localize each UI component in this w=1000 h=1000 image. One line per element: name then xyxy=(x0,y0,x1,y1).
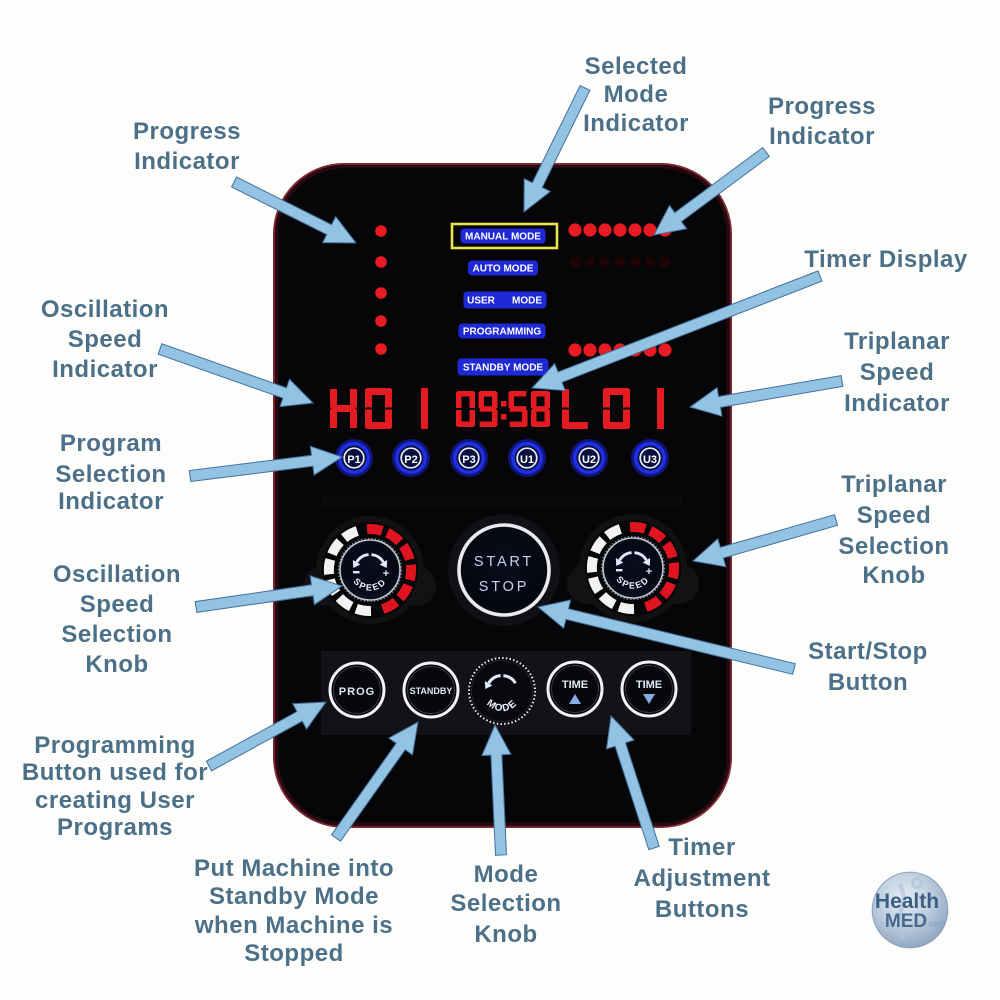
svg-text:Timer Display: Timer Display xyxy=(804,246,968,273)
svg-text:P1: P1 xyxy=(347,454,360,466)
svg-text:USER: USER xyxy=(467,296,496,307)
svg-text:Mode: Mode xyxy=(604,81,669,108)
svg-text:Buttons: Buttons xyxy=(655,896,749,923)
svg-text:Mode: Mode xyxy=(474,861,539,888)
svg-text:TIME: TIME xyxy=(636,679,662,691)
svg-text:Selection: Selection xyxy=(55,461,166,488)
svg-text:Indicator: Indicator xyxy=(134,148,240,175)
svg-text:MED: MED xyxy=(885,911,927,932)
svg-text:Start/Stop: Start/Stop xyxy=(808,638,928,665)
svg-text:Indicator: Indicator xyxy=(844,390,950,417)
svg-text:Progress: Progress xyxy=(768,93,876,120)
svg-text:Adjustment: Adjustment xyxy=(634,865,771,892)
svg-text:Speed: Speed xyxy=(80,591,155,618)
svg-text:Oscillation: Oscillation xyxy=(41,296,169,323)
svg-text:SPEED: SPEED xyxy=(614,574,651,590)
svg-text:Indicator: Indicator xyxy=(52,356,158,383)
svg-text:Stopped: Stopped xyxy=(244,940,344,967)
svg-text:Indicator: Indicator xyxy=(769,123,875,150)
svg-text:Indicator: Indicator xyxy=(58,488,164,515)
svg-text:Triplanar: Triplanar xyxy=(844,328,950,355)
svg-text:Indicator: Indicator xyxy=(583,110,689,137)
svg-text:Knob: Knob xyxy=(85,651,148,678)
svg-text:Button used for: Button used for xyxy=(22,759,208,786)
svg-text:+: + xyxy=(383,568,389,580)
svg-text:STANDBY: STANDBY xyxy=(410,686,453,696)
svg-text:Standby Mode: Standby Mode xyxy=(209,883,379,910)
svg-text:Button: Button xyxy=(828,669,908,696)
svg-text:PROGRAMMING: PROGRAMMING xyxy=(463,327,542,338)
svg-text:MANUAL MODE: MANUAL MODE xyxy=(465,232,541,243)
svg-text:+: + xyxy=(646,566,652,578)
svg-text:PROG: PROG xyxy=(339,686,375,698)
svg-text:Knob: Knob xyxy=(474,921,537,948)
svg-text:Programming: Programming xyxy=(34,732,196,759)
svg-text:START: START xyxy=(474,554,534,570)
svg-text:Selection: Selection xyxy=(61,621,172,648)
svg-text:U1: U1 xyxy=(520,454,534,466)
svg-text:Selected: Selected xyxy=(585,53,688,80)
svg-text:Speed: Speed xyxy=(68,326,143,353)
svg-text:Speed: Speed xyxy=(860,359,935,386)
svg-text:P3: P3 xyxy=(462,454,475,466)
svg-text:Program: Program xyxy=(60,430,162,457)
svg-text:U3: U3 xyxy=(643,454,657,466)
svg-text:MODE: MODE xyxy=(484,698,519,715)
svg-text:P2: P2 xyxy=(404,454,417,466)
svg-text:TIME: TIME xyxy=(562,679,588,691)
svg-text:Timer: Timer xyxy=(668,834,735,861)
svg-text:Knob: Knob xyxy=(862,562,925,589)
svg-text:Speed: Speed xyxy=(857,502,932,529)
svg-text:MODE: MODE xyxy=(512,296,542,307)
svg-text:SPEED: SPEED xyxy=(351,576,388,592)
svg-text:Put Machine into: Put Machine into xyxy=(194,855,394,882)
svg-text:creating User: creating User xyxy=(35,787,195,814)
svg-text:Selection: Selection xyxy=(838,533,949,560)
svg-text:Programs: Programs xyxy=(57,814,173,841)
svg-text:Selection: Selection xyxy=(450,890,561,917)
svg-text:U2: U2 xyxy=(582,454,596,466)
svg-text:Health: Health xyxy=(875,890,939,913)
svg-text:Triplanar: Triplanar xyxy=(841,471,947,498)
svg-text:when Machine is: when Machine is xyxy=(194,912,393,939)
svg-text:.com: .com xyxy=(927,919,946,928)
svg-text:STANDBY MODE: STANDBY MODE xyxy=(463,363,544,374)
svg-text:Oscillation: Oscillation xyxy=(53,561,181,588)
svg-text:Progress: Progress xyxy=(133,118,241,145)
svg-text:STOP: STOP xyxy=(479,579,529,595)
svg-text:AUTO MODE: AUTO MODE xyxy=(473,264,534,275)
